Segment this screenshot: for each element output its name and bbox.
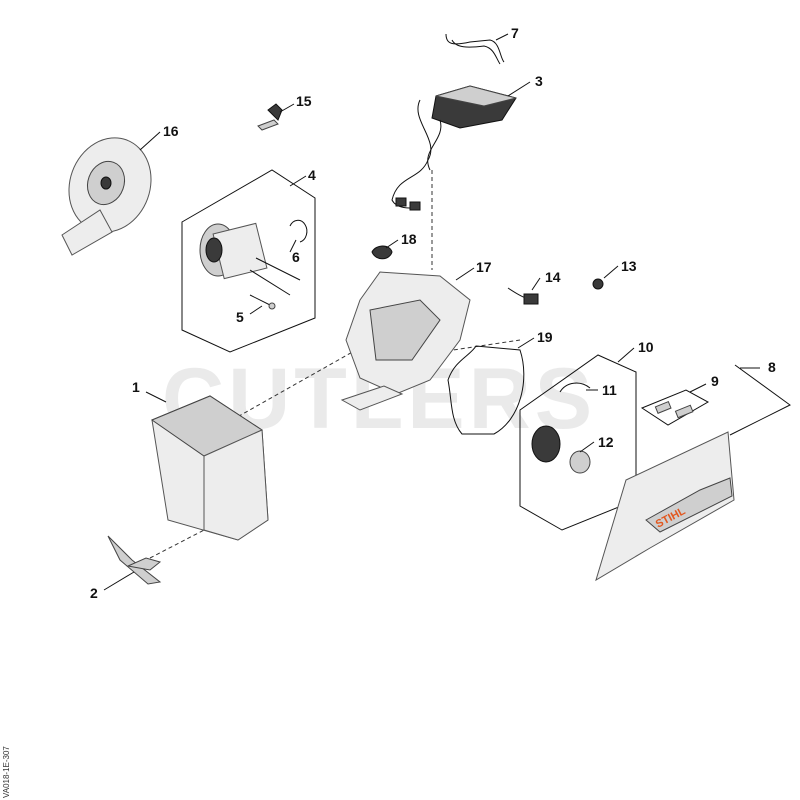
part-19-gasket	[447, 345, 525, 435]
part-10-switch-assembly	[531, 425, 561, 463]
callout-labels: 1 2 3 4 5 6 7 8 9 10 11 12 13 14 15 16 1…	[90, 25, 776, 601]
callout-9: 9	[711, 373, 719, 389]
leader-9	[689, 383, 707, 393]
part-3-electronics-module	[391, 85, 517, 211]
callout-7: 7	[511, 25, 519, 41]
part-2-spring-clip	[107, 535, 162, 585]
part-4-motor-assembly	[199, 222, 301, 296]
part-17-housing	[340, 271, 471, 411]
part-7-wire-bracket	[445, 33, 505, 65]
callout-8: 8	[768, 359, 776, 375]
leader-18	[385, 239, 399, 249]
assembly-line-bottom	[149, 527, 209, 559]
callout-1: 1	[132, 379, 140, 395]
leader-17	[455, 267, 475, 281]
leader-16	[139, 131, 161, 151]
leader-2	[103, 571, 135, 591]
leader-10	[617, 347, 635, 363]
leader-lines	[103, 33, 760, 591]
leader-3	[507, 81, 531, 97]
callout-13: 13	[621, 258, 637, 274]
leader-13	[603, 265, 619, 279]
leader-12	[579, 441, 595, 453]
callout-10: 10	[638, 339, 654, 355]
part-14-sensor	[507, 287, 539, 305]
part-15-clip	[257, 103, 283, 131]
assembly-line-main	[231, 349, 357, 421]
callout-11: 11	[602, 382, 617, 398]
callout-15: 15	[296, 93, 312, 109]
callout-12: 12	[598, 434, 614, 450]
part-18-seal	[371, 245, 393, 260]
part-9-buttons	[654, 400, 694, 419]
leader-15	[279, 103, 295, 113]
leader-1	[145, 391, 167, 403]
callout-18: 18	[401, 231, 417, 247]
callout-19: 19	[537, 329, 553, 345]
callout-2: 2	[90, 585, 98, 601]
part-13-knob	[592, 278, 604, 290]
group-frame-4	[181, 169, 316, 353]
callout-6: 6	[292, 249, 300, 265]
callout-14: 14	[545, 269, 561, 285]
part-6-retaining-ring	[289, 219, 308, 243]
part-12-cap	[569, 450, 591, 474]
leader-5	[249, 305, 263, 315]
callout-5: 5	[236, 309, 244, 325]
group-frame-9	[640, 389, 710, 426]
leader-4	[289, 175, 307, 187]
leader-19	[517, 337, 535, 349]
part-16-fan-cover	[61, 137, 152, 256]
part-5-screw	[249, 294, 276, 310]
callout-3: 3	[535, 73, 543, 89]
part-11-cable	[559, 382, 591, 393]
leader-7	[495, 33, 509, 41]
part-8-side-cover: STIHL	[595, 431, 735, 582]
part-1-battery-compartment	[150, 395, 269, 541]
callout-4: 4	[308, 167, 316, 183]
callout-16: 16	[163, 123, 179, 139]
drawing-code: VA018-1E-307	[2, 746, 11, 798]
leader-14	[531, 277, 541, 291]
group-frame-8	[729, 364, 791, 436]
leader-6	[289, 239, 297, 253]
callout-17: 17	[476, 259, 492, 275]
